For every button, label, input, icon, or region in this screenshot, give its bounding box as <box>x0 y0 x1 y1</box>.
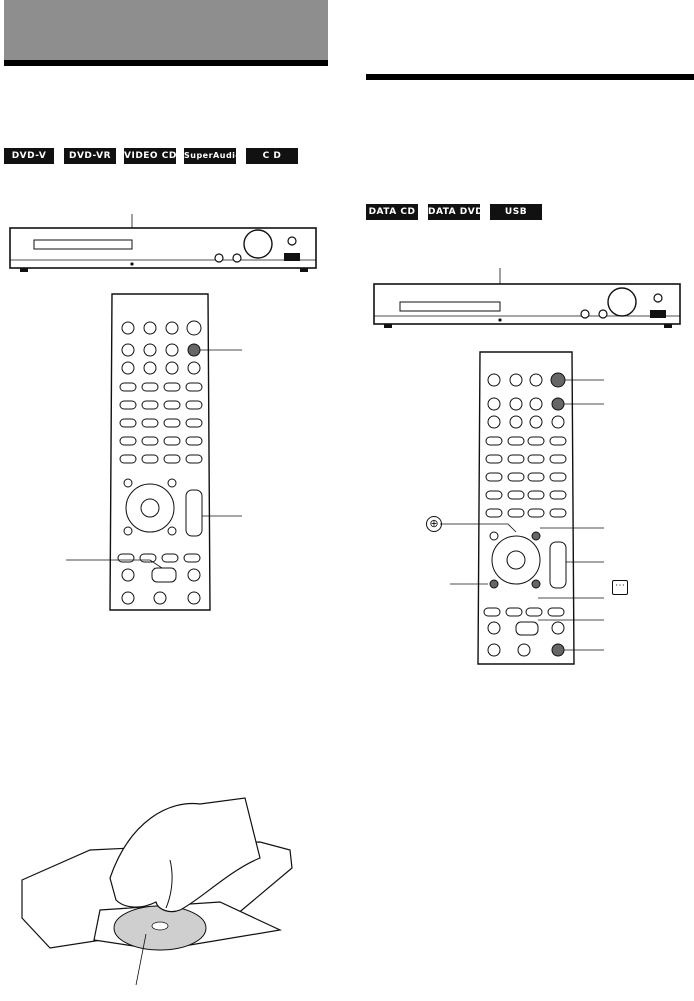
enter-symbol-icon: ⊕ <box>426 516 442 532</box>
display-symbol-icon: ⋯ <box>612 580 628 595</box>
badge-usb: USB <box>490 204 542 220</box>
player-front-panel-icon <box>9 214 317 272</box>
disc-tray-hand-icon <box>21 797 293 986</box>
badge-data-cd: DATA CD <box>366 204 418 220</box>
remote-control-icon <box>440 351 604 665</box>
remote-control-icon <box>66 293 242 611</box>
player-front-panel-icon <box>373 268 681 328</box>
section-rule <box>366 74 694 80</box>
badge-video-cd: VIDEO CD <box>124 148 176 164</box>
badge-dvd-vr: DVD-VR <box>64 148 116 164</box>
badge-data-dvd: DATA DVD <box>428 204 483 220</box>
badge-cd: C D <box>246 148 298 164</box>
badge-dvd-v: DVD-V <box>4 148 54 164</box>
badge-super-audio-cd: SuperAudioCD <box>184 148 254 164</box>
section-header-bar <box>4 0 328 66</box>
